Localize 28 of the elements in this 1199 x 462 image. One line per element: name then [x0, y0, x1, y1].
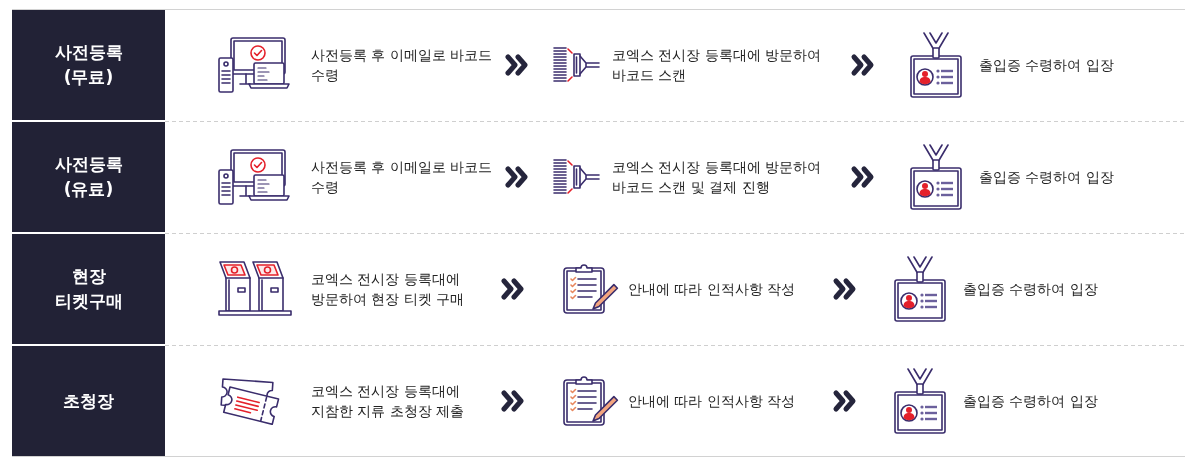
step-text: 사전등록 후 이메일로 바코드 수령	[311, 157, 494, 197]
chevron-arrow	[505, 166, 528, 188]
chevron-arrow	[833, 390, 856, 412]
chevron-arrow	[501, 278, 524, 300]
chevron-arrow	[833, 278, 856, 300]
chevron-arrow	[505, 54, 528, 76]
category-header	[12, 10, 165, 120]
chevron-arrow	[501, 390, 524, 412]
category-label: 사전등록 (유료)	[53, 153, 124, 201]
category-label: 현장 티켓구매	[53, 265, 124, 313]
step-text: 코엑스 전시장 등록대에 방문하여 바코드 스캔 및 결제 진행	[612, 157, 823, 197]
step-text: 출입증 수령하여 입장	[963, 391, 1099, 411]
chevron-arrow	[851, 54, 874, 76]
step-text: 코엑스 전시장 등록대에 방문하여 바코드 스캔	[612, 45, 823, 85]
chevron-arrow	[851, 166, 874, 188]
step-text: 코엑스 전시장 등록대에 방문하여 현장 티켓 구매	[311, 269, 466, 309]
category-label: 사전등록 (무료)	[53, 41, 124, 89]
step-text: 출입증 수령하여 입장	[979, 167, 1115, 187]
category-header	[12, 122, 165, 232]
step-text: 코엑스 전시장 등록대에 지참한 지류 초청장 제출	[311, 381, 466, 421]
step-text: 출입증 수령하여 입장	[963, 279, 1099, 299]
category-header	[12, 234, 165, 344]
step-text: 안내에 따라 인적사항 작성	[628, 391, 797, 411]
category-header	[12, 346, 165, 456]
step-text: 안내에 따라 인적사항 작성	[628, 279, 797, 299]
step-text: 사전등록 후 이메일로 바코드 수령	[311, 45, 494, 85]
step-text: 출입증 수령하여 입장	[979, 55, 1115, 75]
category-label: 초청장	[62, 389, 115, 413]
